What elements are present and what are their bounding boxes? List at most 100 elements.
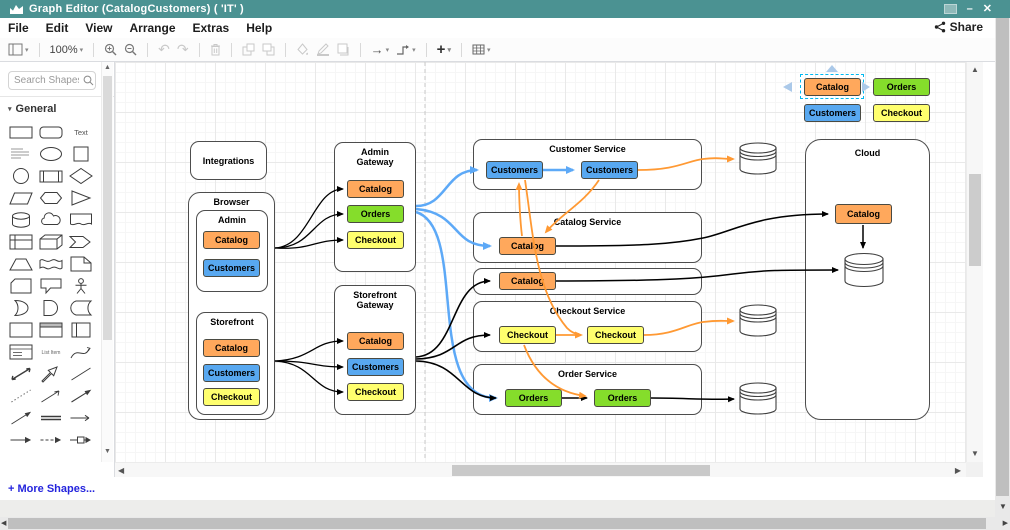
window-hscroll-thumb[interactable] — [8, 518, 986, 529]
node-storefront-customers[interactable]: Customers — [203, 364, 260, 382]
scroll-right-icon[interactable]: ▶ — [954, 466, 961, 475]
share-button[interactable]: Share — [934, 20, 983, 34]
sidebar-scrollbar[interactable]: ▲ ▼ — [101, 62, 113, 462]
node-cloud-catalog[interactable]: Catalog — [835, 204, 892, 224]
canvas-hscroll-thumb[interactable] — [452, 465, 710, 476]
scroll-down-icon[interactable]: ▼ — [971, 449, 979, 458]
legend-orders[interactable]: Orders — [873, 78, 930, 96]
shape-parallelogram[interactable] — [6, 187, 36, 209]
canvas-vertical-scrollbar[interactable]: ▲ ▼ — [966, 62, 983, 462]
shape-triangle[interactable] — [66, 187, 96, 209]
scroll-down-icon[interactable]: ▼ — [104, 448, 111, 455]
shape-text[interactable]: Text — [66, 121, 96, 143]
diagram-canvas[interactable]: Integrations Browser Admin Storefront Ad… — [115, 62, 966, 462]
shape-diagonal-arrow[interactable] — [36, 385, 66, 407]
shape-rectangle[interactable] — [6, 121, 36, 143]
scroll-up-icon[interactable]: ▲ — [971, 65, 979, 74]
menu-arrange[interactable]: Arrange — [129, 21, 176, 35]
shape-or[interactable] — [6, 297, 36, 319]
shape-internal-storage[interactable] — [6, 231, 36, 253]
shape-textbox[interactable] — [6, 143, 36, 165]
node-checkoutsvc-checkout-2[interactable]: Checkout — [587, 326, 644, 344]
shape-list[interactable] — [6, 341, 36, 363]
shape-dashed-arrow[interactable] — [36, 429, 66, 451]
shape-cylinder[interactable] — [6, 209, 36, 231]
window-vscroll-thumb[interactable] — [996, 18, 1009, 496]
shape-horizontal-line[interactable] — [66, 407, 96, 429]
node-storegw-catalog[interactable]: Catalog — [347, 332, 404, 350]
shape-link[interactable] — [36, 407, 66, 429]
node-storefront-catalog[interactable]: Catalog — [203, 339, 260, 357]
shape-document[interactable] — [66, 209, 96, 231]
shape-thin-arrow[interactable] — [6, 407, 36, 429]
shape-and[interactable] — [36, 297, 66, 319]
to-front-button[interactable] — [242, 43, 255, 56]
node-admingw-checkout[interactable]: Checkout — [347, 231, 404, 249]
shape-circle[interactable] — [6, 165, 36, 187]
waypoint-style-button[interactable]: ▾ — [396, 43, 416, 56]
shape-diamond[interactable] — [66, 165, 96, 187]
window-vertical-scrollbar[interactable]: ▼ — [995, 18, 1010, 517]
shape-data-storage[interactable] — [66, 297, 96, 319]
shape-arrow-shape[interactable] — [36, 363, 66, 385]
scroll-right-icon[interactable]: ▶ — [1002, 520, 1008, 527]
menu-view[interactable]: View — [85, 21, 113, 35]
node-ordersvc-orders-1[interactable]: Orders — [505, 389, 562, 407]
legend-customers[interactable]: Customers — [804, 104, 861, 122]
node-checkoutsvc-checkout-1[interactable]: Checkout — [499, 326, 556, 344]
node-catsvc-catalog[interactable]: Catalog — [499, 237, 556, 255]
shape-directional-arrow[interactable] — [6, 429, 36, 451]
zoom-in-button[interactable] — [104, 43, 117, 56]
shape-trapezoid[interactable] — [6, 253, 36, 275]
shape-dotted-line[interactable] — [6, 385, 36, 407]
zoom-level-button[interactable]: 100% ▾ — [50, 44, 84, 56]
shape-callout[interactable] — [36, 275, 66, 297]
node-admin-catalog[interactable]: Catalog — [203, 231, 260, 249]
table-button[interactable]: ▾ — [472, 44, 490, 55]
shape-cloud[interactable] — [36, 209, 66, 231]
node-ordersvc-orders-2[interactable]: Orders — [594, 389, 651, 407]
shadow-button[interactable] — [337, 43, 350, 56]
node-catalog-secondary[interactable]: Catalog — [499, 272, 556, 290]
scroll-left-icon[interactable]: ◀ — [1, 520, 7, 527]
legend-checkout[interactable]: Checkout — [873, 104, 930, 122]
canvas-vscroll-thumb[interactable] — [969, 174, 981, 266]
menu-edit[interactable]: Edit — [45, 21, 69, 35]
scroll-left-icon[interactable]: ◀ — [118, 466, 125, 475]
maximize-button[interactable] — [943, 4, 957, 14]
line-color-button[interactable] — [316, 43, 330, 56]
shape-bidirectional-arrow[interactable] — [6, 363, 36, 385]
undo-button[interactable]: ↶ — [158, 41, 170, 57]
node-storegw-customers[interactable]: Customers — [347, 358, 404, 376]
node-admingw-catalog[interactable]: Catalog — [347, 180, 404, 198]
node-admin-customers[interactable]: Customers — [203, 259, 260, 277]
sidebar-scroll-thumb[interactable] — [103, 76, 112, 340]
search-input[interactable] — [8, 71, 96, 90]
shape-rounded-rectangle[interactable] — [36, 121, 66, 143]
scroll-down-icon[interactable]: ▼ — [999, 502, 1007, 511]
more-shapes-link[interactable]: + More Shapes... — [8, 482, 96, 495]
legend-catalog[interactable]: Catalog — [804, 78, 861, 96]
shape-note[interactable] — [66, 253, 96, 275]
node-admingw-orders[interactable]: Orders — [347, 205, 404, 223]
shape-container-title[interactable] — [36, 319, 66, 341]
node-storefront-checkout[interactable]: Checkout — [203, 388, 260, 406]
page-view-button[interactable]: ▾ — [8, 43, 29, 56]
shape-vertical-container[interactable] — [66, 319, 96, 341]
window-horizontal-scrollbar[interactable]: ◀ ▶ — [0, 517, 1010, 530]
shape-actor[interactable] — [66, 275, 96, 297]
shape-square[interactable] — [66, 143, 96, 165]
node-storegw-checkout[interactable]: Checkout — [347, 383, 404, 401]
shape-process[interactable] — [36, 165, 66, 187]
connection-style-button[interactable]: →▾ — [370, 42, 390, 57]
close-button[interactable]: ✕ — [982, 3, 992, 15]
container-admin[interactable]: Admin — [196, 210, 268, 292]
node-integrations[interactable]: Integrations — [190, 141, 267, 180]
shape-tape[interactable] — [36, 253, 66, 275]
insert-button[interactable]: +▾ — [436, 41, 451, 58]
minimize-button[interactable]: – — [966, 3, 973, 15]
shape-list-item[interactable]: List Item — [36, 341, 66, 363]
canvas-horizontal-scrollbar[interactable]: ◀ ▶ — [115, 462, 966, 477]
shape-ellipse[interactable] — [36, 143, 66, 165]
shape-filled-arrow[interactable] — [66, 385, 96, 407]
